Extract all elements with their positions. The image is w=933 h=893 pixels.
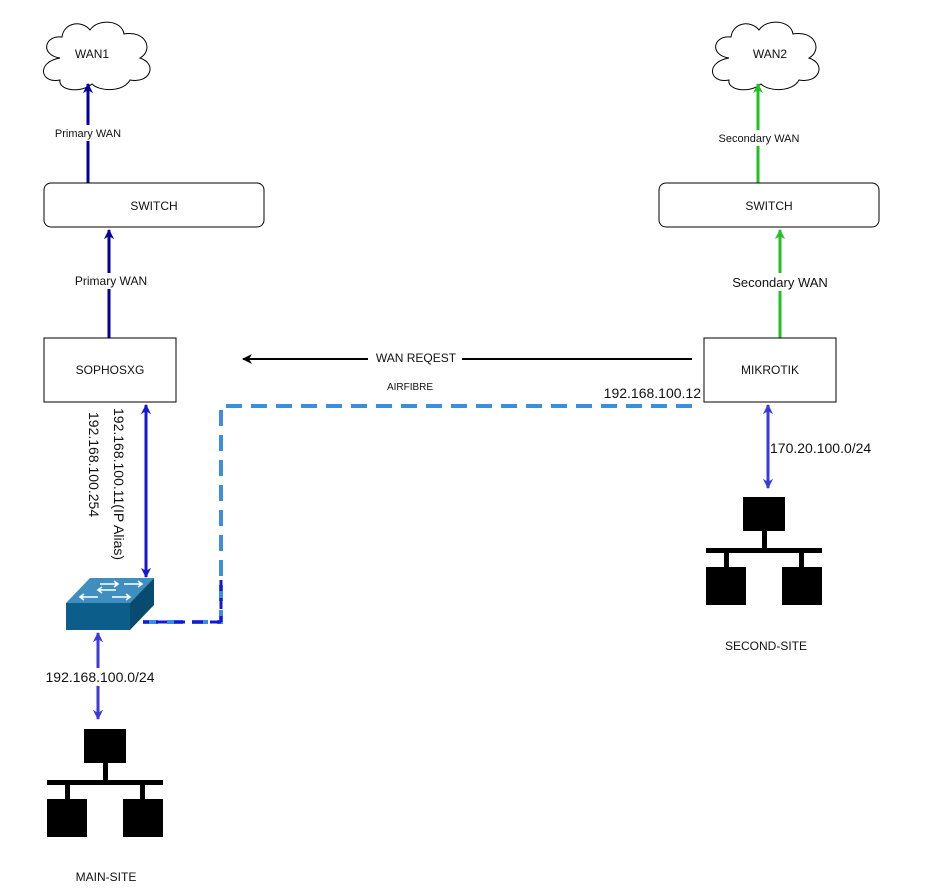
sophos-ip-alias-label: 192.168.100.11(IP Alias) [111,408,127,560]
secondary-wan-bottom-label: Secondary WAN [732,275,828,290]
secondary-wan-top-label-bg [712,130,806,146]
second-site-label: SECOND-SITE [725,639,807,653]
wan1-cloud: WAN1 [43,21,151,91]
left-switch-label: SWITCH [130,199,177,213]
primary-wan-bottom-label: Primary WAN [75,274,147,288]
wan2-cloud: WAN2 [712,21,820,91]
secondary-wan-top-label: Secondary WAN [719,133,800,145]
lan-network-icon [706,497,822,605]
mikrotik-label: MIKROTIK [741,363,799,377]
sophos-box: SOPHOSXG [43,337,177,403]
sophos-label: SOPHOSXG [76,363,145,377]
network-switch-icon [66,578,154,630]
second-subnet-label: 170.20.100.0/24 [770,440,871,456]
right-switch-box: SWITCH [658,182,880,228]
left-switch-box: SWITCH [43,182,265,228]
lan-network-icon [47,729,163,837]
airfibre-link [143,404,692,624]
mikrotik-box: MIKROTIK [703,337,837,403]
secondary-wan-bottom-label-bg [728,273,832,291]
main-subnet-label-bg [38,668,162,686]
airfibre-label: AIRFIBRE [387,382,433,393]
cloud-icon [43,21,151,91]
wan2-label: WAN2 [753,47,788,61]
main-site-label: MAIN-SITE [76,870,137,884]
primary-wan-top-label-bg [48,125,128,141]
wan-request-label-bg [368,350,462,366]
right-switch-label: SWITCH [745,199,792,213]
primary-wan-top-label: Primary WAN [55,128,121,140]
wan-request-label: WAN REQEST [376,351,457,365]
cloud-icon [712,21,820,91]
primary-wan-bottom-label-bg [72,273,150,289]
mikrotik-ip-label: 192.168.100.12 [604,385,702,401]
wan1-label: WAN1 [75,47,110,61]
main-subnet-label: 192.168.100.0/24 [46,669,155,685]
sophos-ip-label: 192.168.100.254 [86,412,102,517]
